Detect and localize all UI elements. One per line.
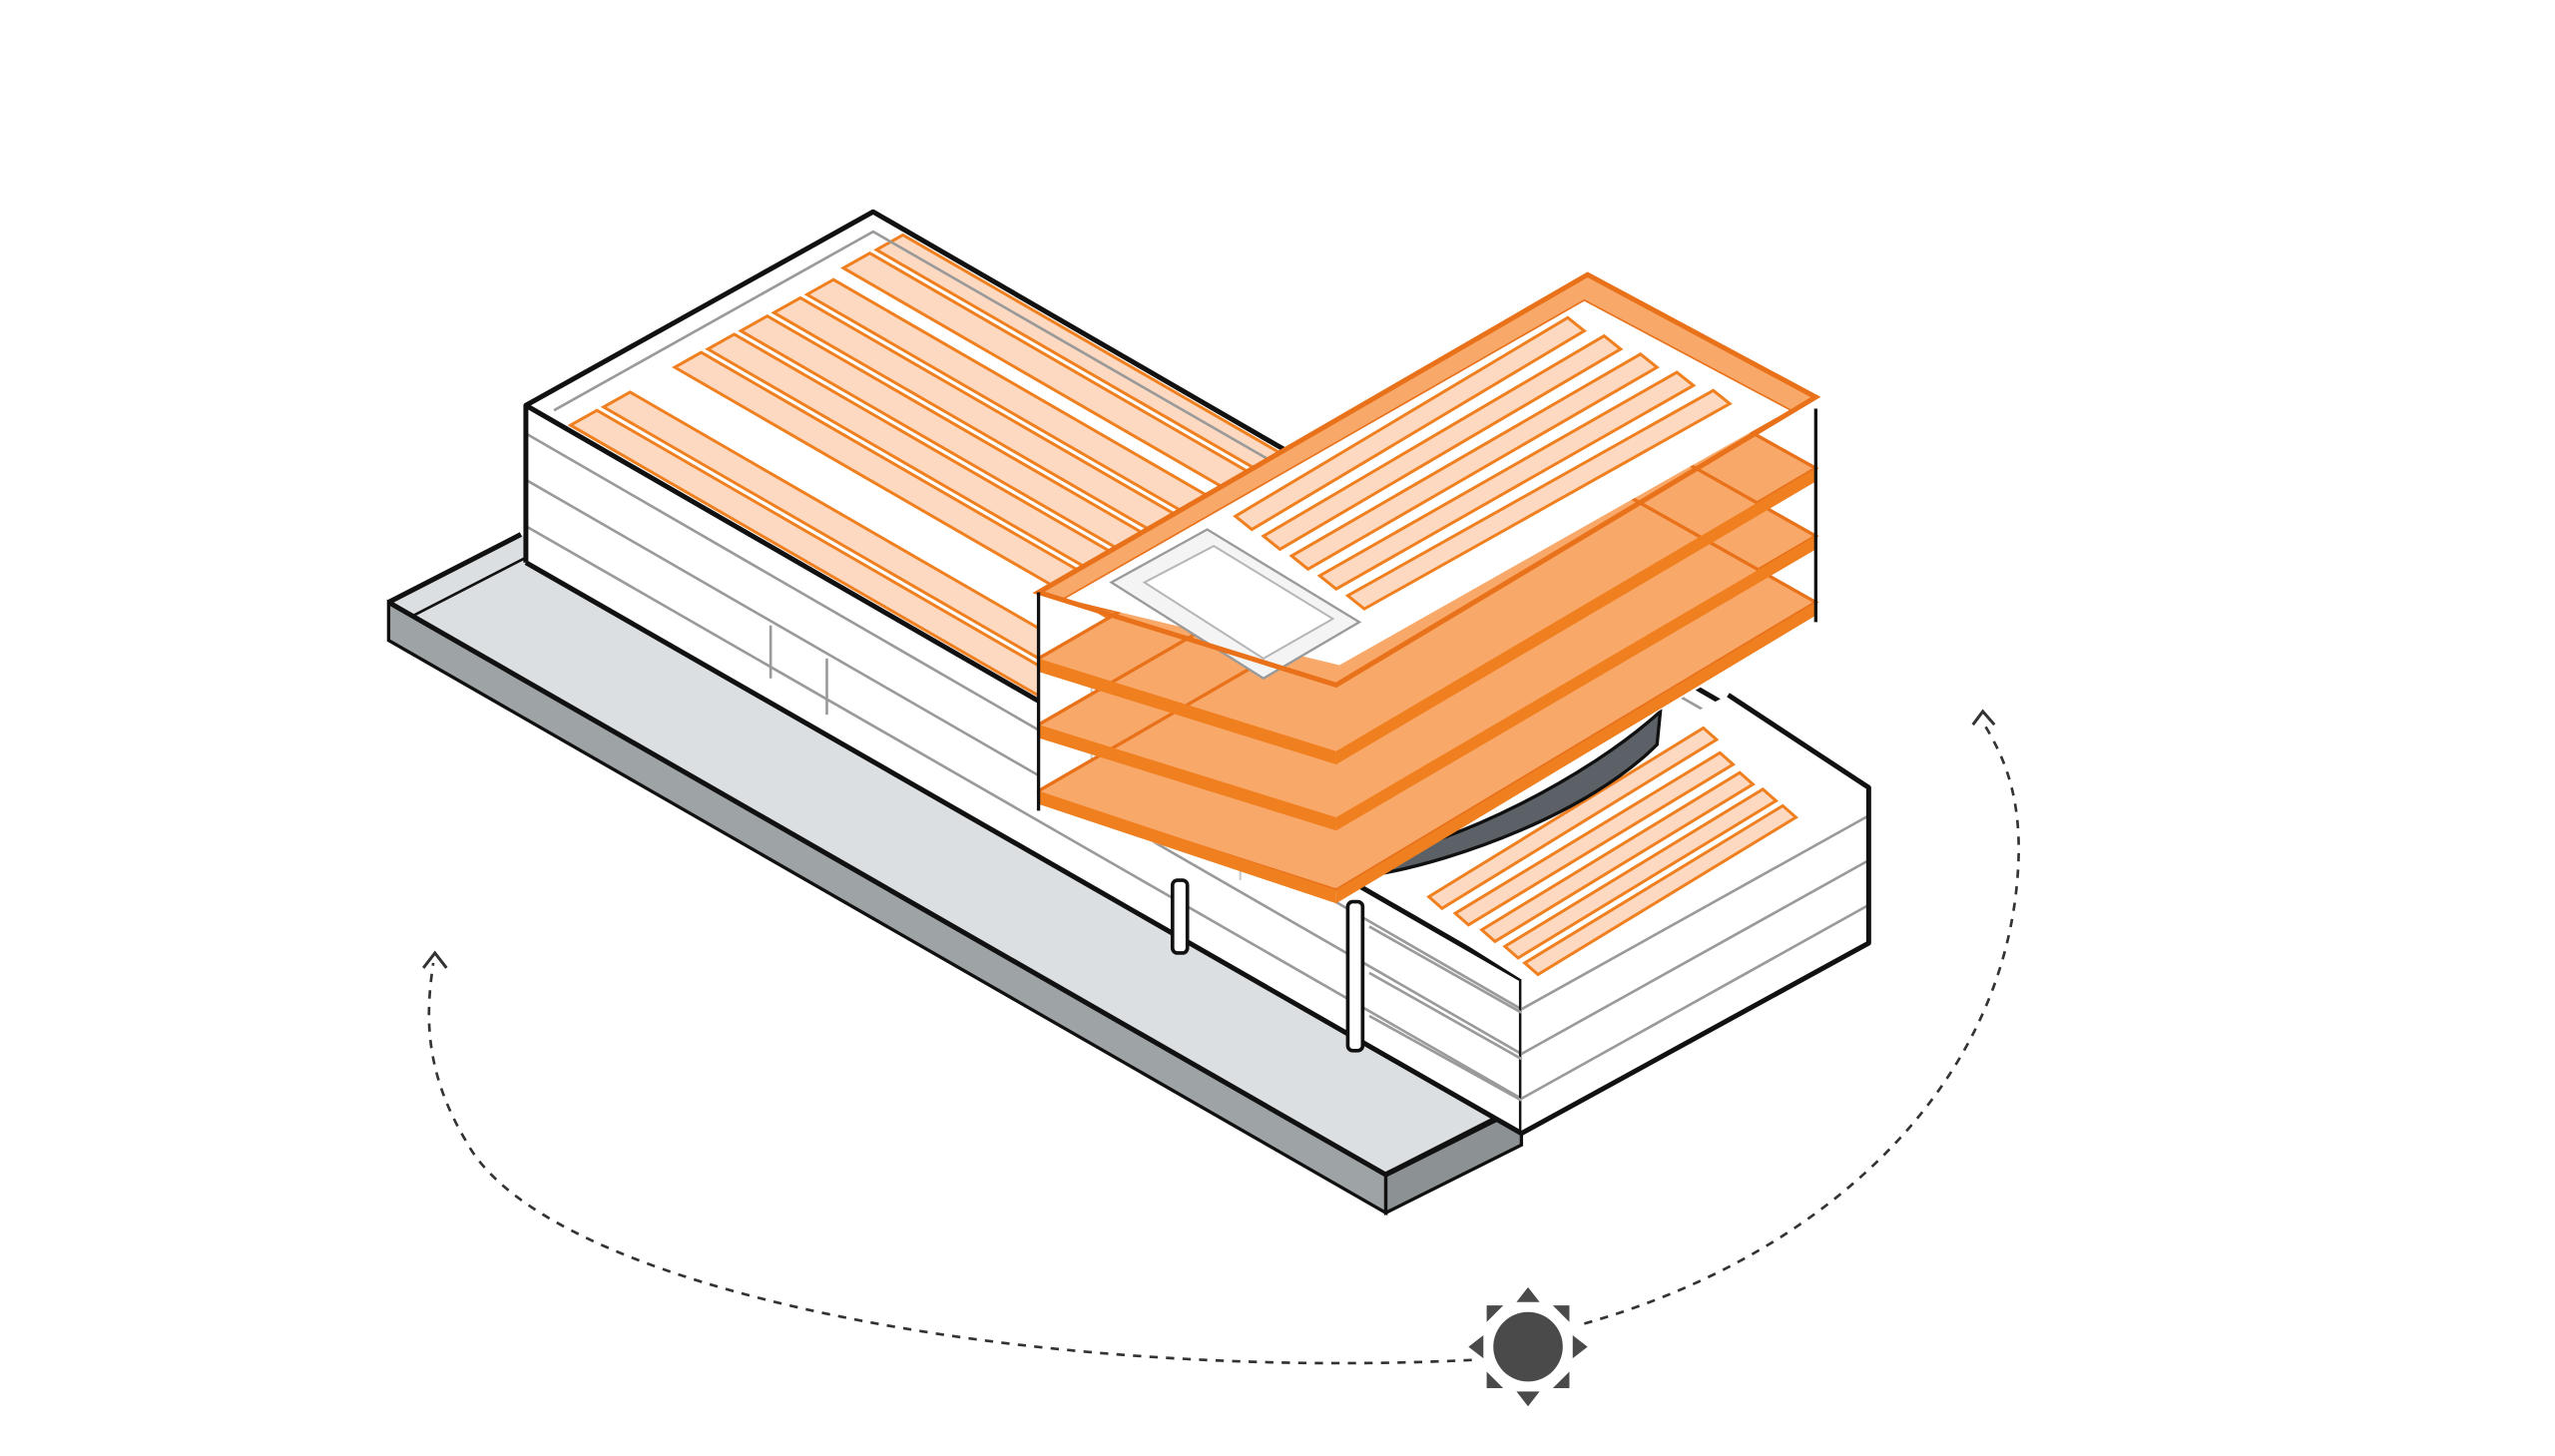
roof-panel bbox=[1502, 787, 1780, 960]
sun-icon bbox=[1468, 1286, 1588, 1407]
plinth-top bbox=[388, 534, 1522, 1176]
low-block-facade-lines bbox=[1368, 814, 1870, 1102]
tower-outline bbox=[1032, 271, 1821, 689]
roof-panel bbox=[1233, 315, 1587, 532]
tower-roof-panels bbox=[1233, 315, 1733, 611]
low-block-roof-panels bbox=[1426, 726, 1798, 977]
sun-path-left-arc bbox=[427, 962, 1472, 1365]
low-block bbox=[1368, 693, 1871, 1136]
roof-panel bbox=[1426, 726, 1720, 911]
roof-panel bbox=[1344, 388, 1733, 611]
tower bbox=[1032, 271, 1821, 904]
roof-panel bbox=[1316, 370, 1697, 592]
ground-plinth bbox=[386, 532, 1524, 1216]
tower-slab-fronts bbox=[1038, 468, 1816, 904]
roof-panel bbox=[1261, 333, 1624, 552]
main-block-front-facade bbox=[525, 405, 1522, 1134]
column bbox=[1345, 899, 1365, 1053]
roof-panel bbox=[1288, 352, 1660, 572]
columns bbox=[1170, 878, 1365, 1053]
roof-panel bbox=[1522, 803, 1798, 977]
low-block-side-facade bbox=[1521, 787, 1869, 1134]
tower-courtyard bbox=[1109, 528, 1362, 681]
sun-path-right-arc bbox=[1584, 724, 2020, 1325]
tower-corner-edges bbox=[1036, 408, 1817, 811]
sun-path bbox=[422, 709, 2020, 1365]
arrowhead-icon bbox=[1971, 709, 1996, 727]
plinth-top-edge bbox=[387, 532, 1523, 1178]
roof-panel bbox=[1452, 750, 1737, 927]
low-block-outline bbox=[1520, 693, 1871, 1136]
roof-panel bbox=[1479, 770, 1756, 944]
arrowhead-icon bbox=[422, 950, 448, 969]
column bbox=[1170, 878, 1190, 955]
